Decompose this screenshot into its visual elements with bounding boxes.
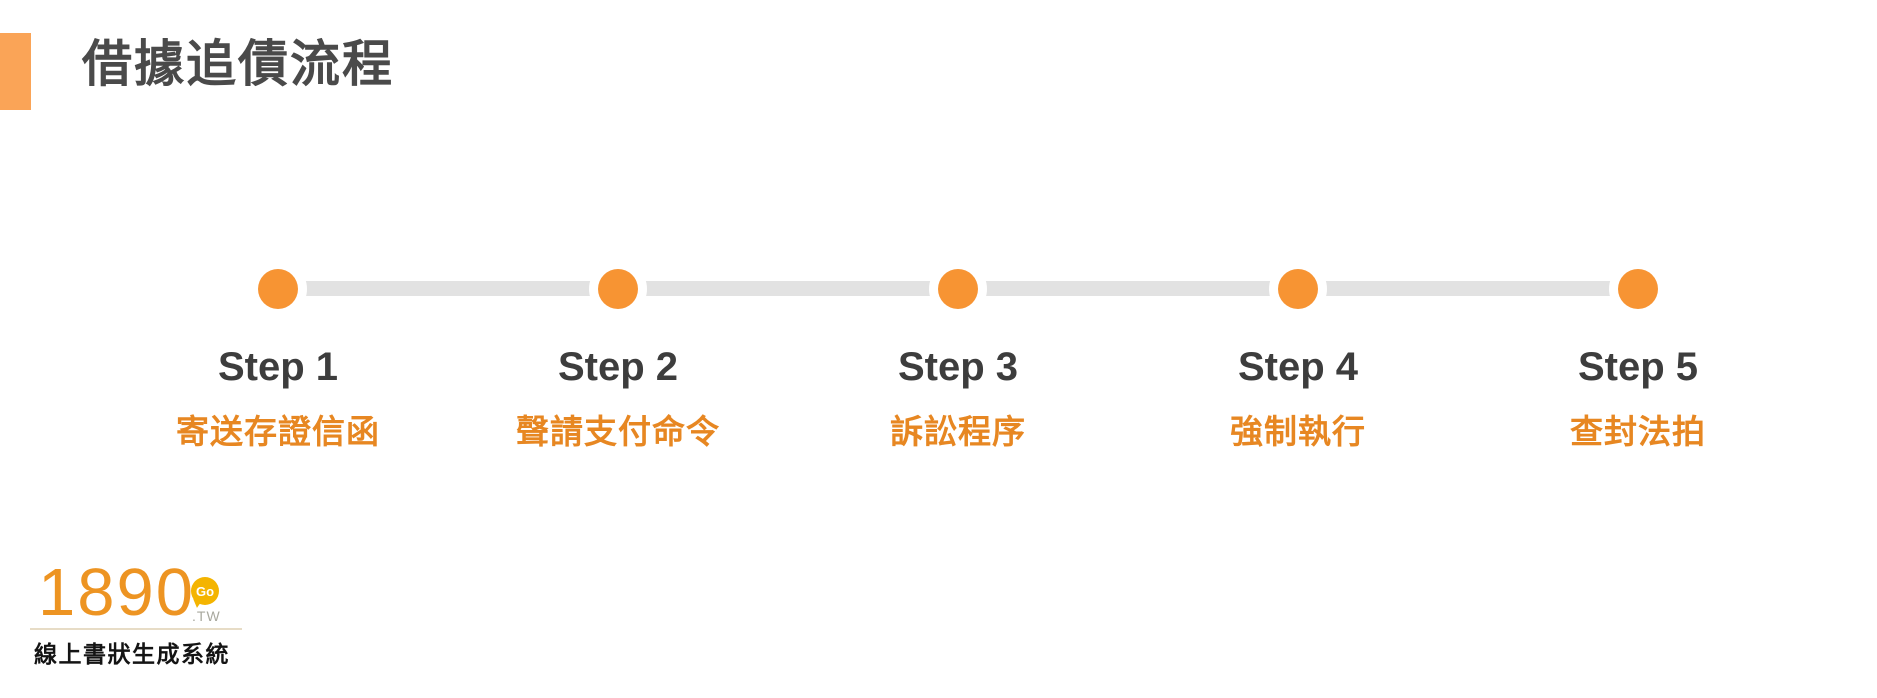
logo-divider [30, 628, 242, 630]
step-4-description: 強制執行 [1230, 413, 1366, 450]
timeline-step-3: Step 3 訴訟程序 [788, 269, 1128, 453]
step-1-label: Step 1 [217, 345, 339, 389]
step-5-marker-dot [1618, 269, 1658, 309]
timeline-step-2: Step 2 聲請支付命令 [448, 269, 788, 453]
logo-go-badge: Go [191, 577, 219, 605]
step-3-label: Step 3 [897, 345, 1019, 389]
title-accent-bar [0, 33, 31, 110]
logo-number: 1890 [38, 555, 196, 630]
timeline-step-5: Step 5 查封法拍 [1468, 269, 1808, 453]
step-3-description: 訴訟程序 [890, 413, 1026, 450]
step-5-label: Step 5 [1577, 345, 1699, 389]
step-4-marker-dot [1278, 269, 1318, 309]
process-timeline: Step 1 寄送存證信函 Step 2 聲請支付命令 Step 3 訴訟程序 … [108, 269, 1808, 453]
step-1-marker-dot [258, 269, 298, 309]
logo-1890go: 1890 Go .TW 線上書狀生成系統 [30, 558, 245, 673]
step-3-marker-dot [938, 269, 978, 309]
logo-tld: .TW [192, 608, 221, 624]
step-5-description: 查封法拍 [1570, 413, 1706, 450]
step-2-marker-dot [598, 269, 638, 309]
timeline-step-1: Step 1 寄送存證信函 [108, 269, 448, 453]
step-2-label: Step 2 [557, 345, 679, 389]
timeline-step-4: Step 4 強制執行 [1128, 269, 1468, 453]
step-2-description: 聲請支付命令 [516, 413, 720, 450]
step-1-description: 寄送存證信函 [176, 413, 380, 450]
step-4-label: Step 4 [1237, 345, 1359, 389]
page-title: 借據追債流程 [82, 36, 394, 92]
logo-subtitle: 線上書狀生成系統 [34, 641, 230, 667]
